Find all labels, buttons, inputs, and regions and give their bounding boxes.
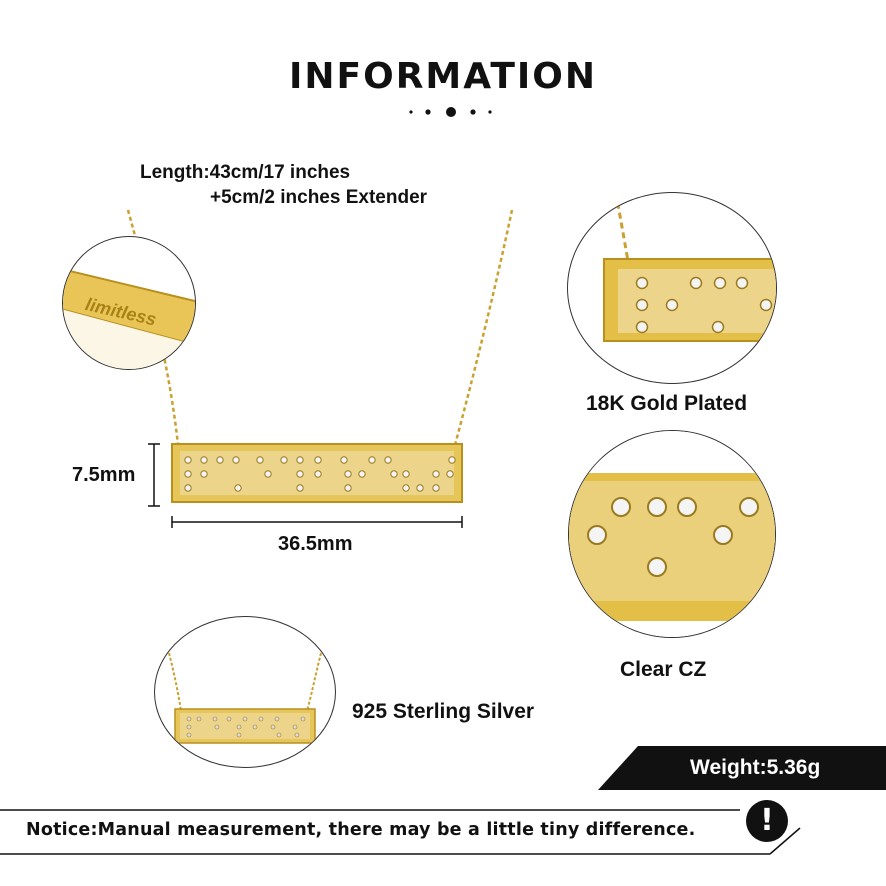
dimension-lines — [148, 443, 463, 528]
weight-banner — [598, 746, 886, 790]
length-text: Length:43cm/17 inches — [140, 162, 351, 183]
clear-cz-closeup — [568, 430, 776, 638]
width-label: 36.5mm — [278, 533, 353, 555]
notice-frame — [0, 809, 801, 855]
sterling-silver-closeup — [154, 616, 336, 768]
clear-cz-label: Clear CZ — [620, 658, 707, 681]
notice-text: Notice:Manual measurement, there may be … — [26, 820, 696, 840]
gold-plated-label: 18K Gold Plated — [586, 392, 748, 415]
necklace-main-image — [126, 209, 514, 503]
gold-plated-closeup — [567, 192, 777, 384]
page-title: INFORMATION — [288, 56, 597, 97]
exclamation-icon: ! — [746, 800, 788, 842]
height-label: 7.5mm — [72, 464, 136, 486]
extender-text: +5cm/2 inches Extender — [210, 187, 428, 208]
engraving-closeup — [62, 236, 196, 370]
title-divider-dots — [409, 107, 492, 117]
sterling-silver-label: 925 Sterling Silver — [352, 700, 535, 723]
weight-label: Weight:5.36g — [690, 756, 821, 779]
